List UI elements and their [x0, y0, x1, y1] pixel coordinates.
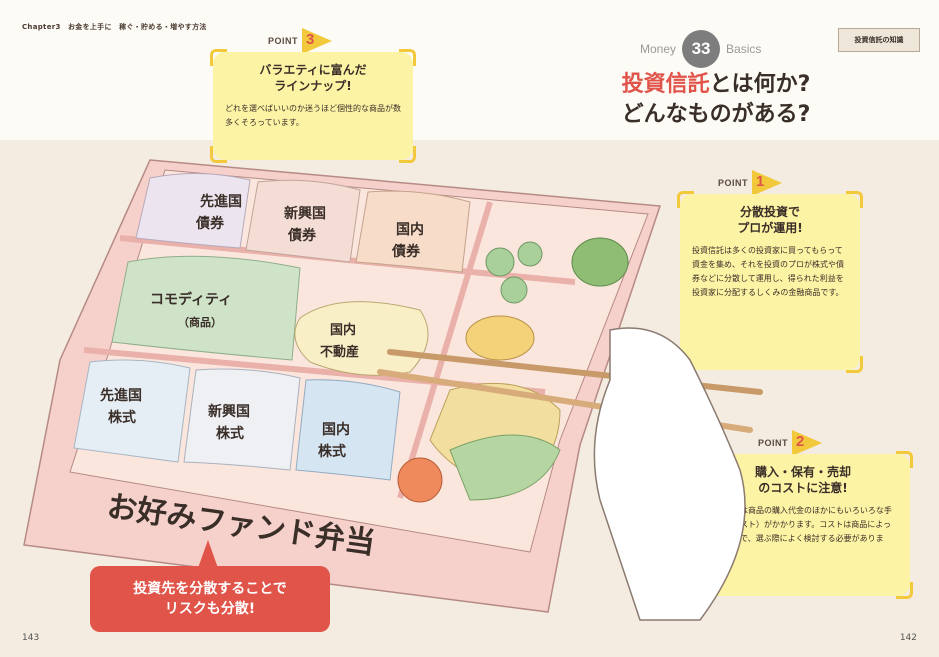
point-flag-icon: 2 — [792, 430, 823, 456]
header-right: Basics — [726, 42, 762, 56]
label-dev-bond-1: 先進国 — [200, 193, 242, 210]
broccoli — [571, 237, 629, 287]
label-em-bond-2: 債券 — [287, 227, 317, 244]
label-commodity-2: （商品） — [178, 315, 222, 329]
label-dev-stock-2: 株式 — [108, 409, 136, 426]
chapter-heading: Chapter3 お金を上手に 稼ぐ・貯める・増やす方法 — [22, 23, 207, 31]
title-accent: 投資信託 — [621, 72, 710, 97]
note-heading-1: 分散投資で — [739, 205, 800, 219]
topic-tag: 投資信託の知識 — [838, 28, 920, 52]
lettuce — [449, 434, 561, 501]
callout-line-2: リスクも分散! — [164, 601, 256, 617]
rice-em-bond — [245, 179, 361, 263]
commodity-greens — [111, 255, 301, 361]
point-label: POINT — [718, 178, 749, 188]
rice-dev-stock — [73, 359, 191, 463]
tomato — [397, 457, 443, 503]
point-label: POINT — [268, 36, 299, 46]
hand — [593, 327, 746, 621]
rice-dev-bond — [135, 172, 251, 249]
point-number: 2 — [796, 433, 805, 450]
label-dom-stock-2: 株式 — [318, 443, 346, 460]
page-number-left: 143 — [22, 633, 40, 643]
point-1-note: 分散投資で プロが運用! 投資信託は多くの投資家に買ってもらって資金を集め、それ… — [677, 191, 863, 373]
label-realestate-2: 不動産 — [320, 344, 359, 360]
point-1-marker: POINT 1 — [718, 170, 783, 196]
label-dev-bond-2: 債券 — [195, 215, 225, 232]
point-2-marker: POINT 2 — [758, 430, 823, 456]
note-heading-1: 購入・保有・売却 — [754, 465, 851, 479]
rice-em-stock — [183, 368, 301, 471]
note-heading-1: バラエティに富んだ — [259, 63, 367, 77]
tempura — [465, 315, 535, 361]
bento-divider — [397, 201, 493, 499]
label-dom-stock-1: 国内 — [322, 421, 350, 438]
callout-line-1: 投資先を分散することで — [133, 581, 287, 597]
note-heading-2: プロが運用! — [737, 221, 803, 235]
header-left: Money — [640, 42, 677, 56]
cucumber — [517, 241, 543, 267]
label-em-bond-1: 新興国 — [284, 205, 326, 222]
point-flag-icon: 3 — [302, 28, 333, 54]
note-body: 投資信託は多くの投資家に買ってもらって資金を集め、それを投資のプロが株式や債券な… — [692, 246, 844, 297]
callout-pointer — [198, 540, 218, 568]
point-3-marker: POINT 3 — [268, 28, 333, 54]
label-dom-bond-2: 債券 — [391, 243, 421, 260]
section-header: Money 33 Basics — [640, 30, 761, 68]
title-line1-rest: とは何か? — [709, 72, 811, 97]
label-dev-stock-1: 先進国 — [100, 387, 142, 404]
point-flag-icon: 1 — [752, 170, 783, 196]
rice-dom-stock — [295, 379, 401, 481]
diversification-callout: 投資先を分散することで リスクも分散! — [90, 566, 330, 632]
page-title: 投資信託とは何か? どんなものがある? — [576, 70, 856, 130]
band-scallop-edge — [0, 144, 939, 152]
rice-dom-bond — [355, 190, 471, 273]
title-line2: どんなものがある? — [621, 102, 811, 127]
label-em-stock-2: 株式 — [216, 425, 244, 442]
label-realestate-1: 国内 — [330, 322, 356, 338]
point-label: POINT — [758, 438, 789, 448]
note-body: どれを選べばいいのか迷うほど個性的な商品が数多くそろっています。 — [225, 104, 401, 127]
cucumber — [500, 276, 528, 304]
point-number: 1 — [756, 173, 765, 190]
cucumber — [485, 247, 515, 277]
point-number: 3 — [306, 31, 315, 48]
note-heading-2: ラインナップ! — [274, 79, 352, 93]
page-number-right: 142 — [899, 633, 917, 643]
note-heading-2: のコストに注意! — [758, 481, 848, 495]
realestate-dumpling — [294, 301, 429, 376]
label-em-stock-1: 新興国 — [208, 403, 250, 420]
section-number-badge: 33 — [682, 30, 721, 68]
point-3-note: バラエティに富んだ ラインナップ! どれを選べばいいのか迷うほど個性的な商品が数… — [210, 49, 416, 163]
label-commodity-1: コモディティ — [150, 291, 232, 308]
label-dom-bond-1: 国内 — [396, 221, 424, 238]
